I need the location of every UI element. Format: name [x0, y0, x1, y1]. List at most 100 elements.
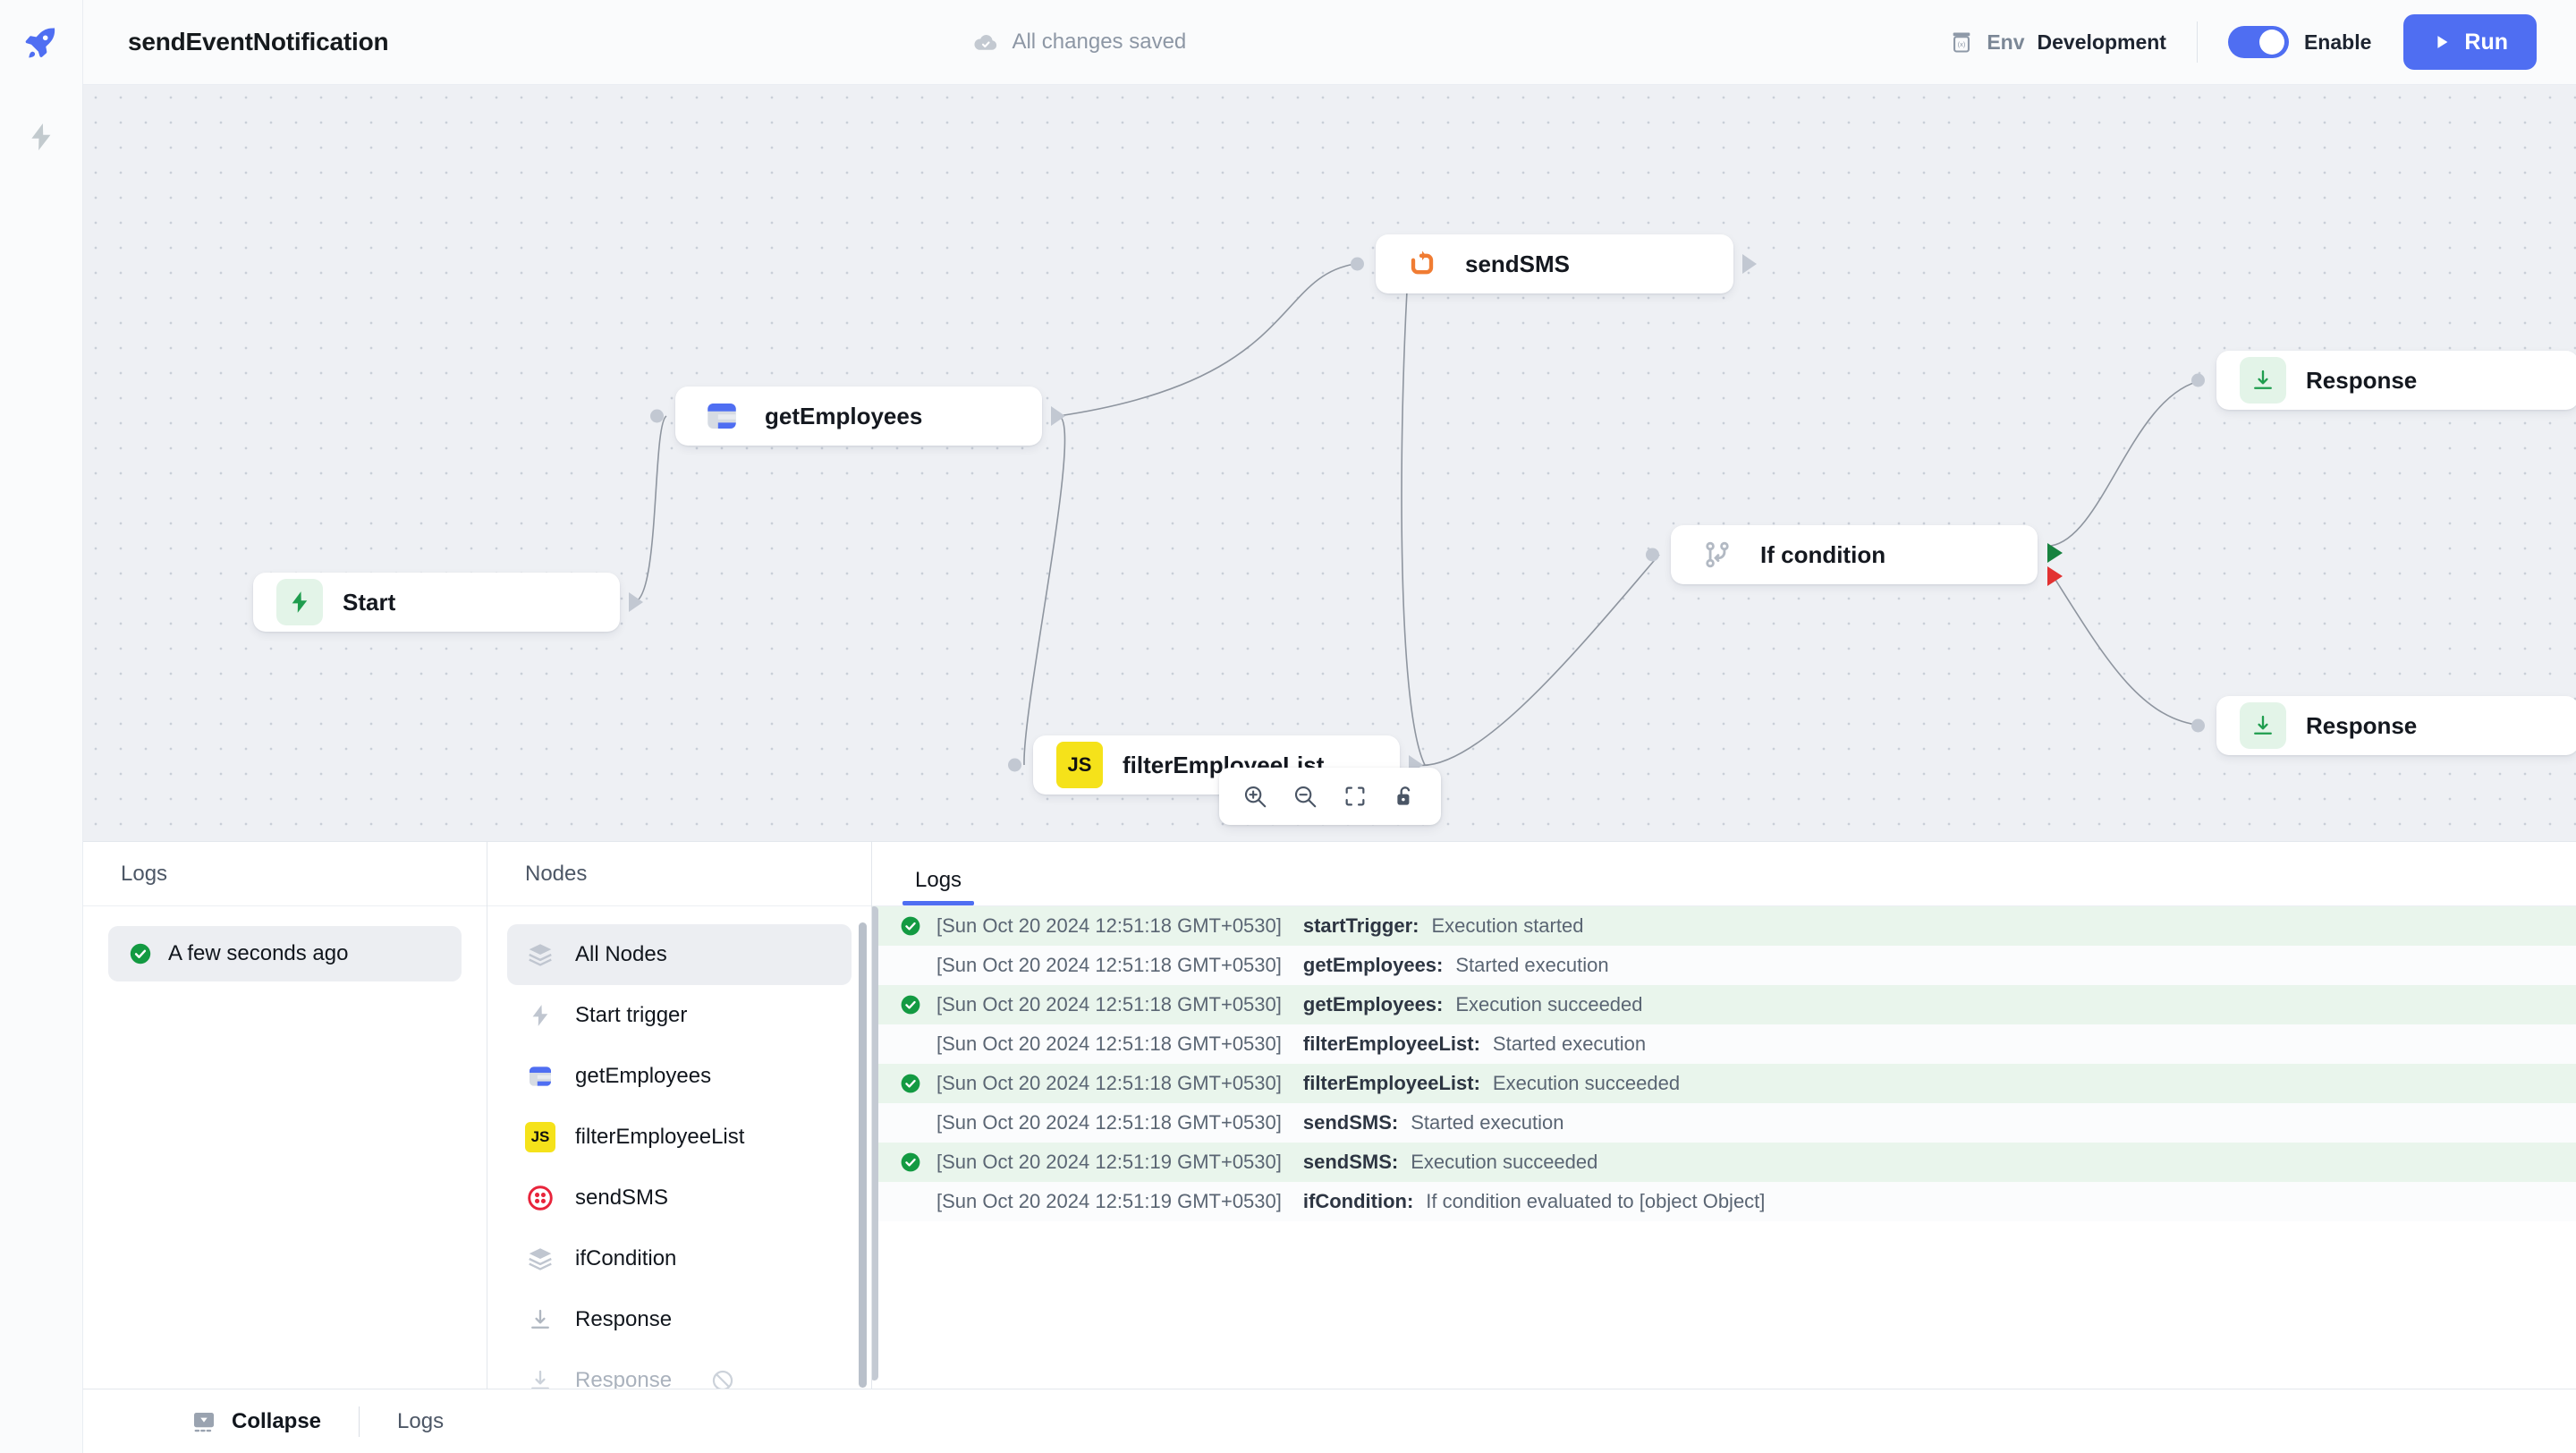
canvas-node-label: getEmployees [765, 402, 923, 429]
log-node-name: filterEmployeeList: [1302, 1032, 1480, 1055]
nodes-list-item-start-trigger[interactable]: Start trigger [507, 985, 852, 1046]
node-output-arrow-icon[interactable] [629, 592, 643, 612]
save-status: All changes saved [209, 29, 1949, 55]
log-row: [Sun Oct 20 2024 12:51:18 GMT+0530] filt… [872, 1064, 2576, 1103]
log-message: Started execution [1411, 1111, 1564, 1134]
success-check-icon [130, 943, 151, 964]
detail-tabbar: Logs [872, 842, 2576, 906]
log-timestamp: [Sun Oct 20 2024 12:51:18 GMT+0530] [936, 1072, 1282, 1094]
git-branch-icon [1694, 531, 1741, 578]
response-arrow-icon [523, 1364, 557, 1389]
canvas-node-response-false[interactable]: Response [2191, 696, 2576, 755]
rocket-icon [25, 27, 55, 58]
log-node-name: startTrigger: [1302, 914, 1419, 937]
enable-toggle-group[interactable]: Enable [2227, 26, 2372, 58]
save-status-text: All changes saved [1012, 30, 1187, 54]
js-icon: JS [1056, 742, 1103, 788]
js-icon: JS [523, 1120, 557, 1154]
node-input-port[interactable] [650, 409, 664, 423]
app-logo[interactable] [0, 0, 83, 85]
response-arrow-icon [2240, 702, 2286, 749]
canvas-node-start[interactable]: Start [253, 573, 643, 632]
lock-icon[interactable] [1385, 777, 1425, 816]
collapse-button-label: Collapse [232, 1408, 322, 1433]
workflow-canvas[interactable]: Start getEmployees [83, 85, 2576, 841]
log-message: Execution succeeded [1455, 993, 1643, 1015]
run-button-label: Run [2464, 29, 2508, 55]
nodes-list-item-all-nodes[interactable]: All Nodes [507, 924, 852, 985]
response-arrow-icon [523, 1303, 557, 1337]
success-check-icon [895, 1151, 926, 1174]
node-input-port[interactable] [2191, 718, 2205, 733]
left-rail [0, 85, 83, 1453]
canvas-node-label: sendSMS [1465, 250, 1571, 277]
enable-toggle[interactable] [2227, 26, 2289, 58]
node-input-port[interactable] [1351, 257, 1364, 271]
node-input-port[interactable] [2191, 373, 2205, 387]
nodes-list[interactable]: All Nodes Start trigger [487, 906, 871, 1389]
nodes-list-item-label: Response [575, 1368, 673, 1389]
nodes-list-item-sendsms[interactable]: sendSMS [507, 1168, 852, 1228]
log-row: [Sun Oct 20 2024 12:51:19 GMT+0530] ifCo… [872, 1182, 2576, 1221]
lightning-bolt-icon [31, 123, 51, 151]
log-node-name: sendSMS: [1302, 1151, 1399, 1173]
app-body: Start getEmployees [0, 85, 2576, 1453]
canvas-node-ifcondition[interactable]: If condition [1646, 525, 2063, 587]
canvas-node-response-true[interactable]: Response [2191, 351, 2576, 410]
run-button[interactable]: Run [2403, 14, 2537, 70]
log-timestamp: [Sun Oct 20 2024 12:51:19 GMT+0530] [936, 1151, 1282, 1173]
node-output-false-arrow-icon[interactable] [2047, 566, 2063, 587]
canvas-node-label: Response [2306, 711, 2418, 739]
run-list-item[interactable]: A few seconds ago [108, 926, 462, 981]
tab-logs[interactable]: Logs [902, 868, 975, 905]
status-bar-logs-button[interactable]: Logs [397, 1408, 445, 1433]
nodes-list-scrollbar[interactable] [859, 922, 867, 1388]
fit-view-icon[interactable] [1335, 777, 1375, 816]
nodes-list-item-ifcondition[interactable]: ifCondition [507, 1228, 852, 1289]
zoom-out-icon[interactable] [1285, 777, 1325, 816]
canvas-node-label: Response [2306, 366, 2418, 394]
database-icon [523, 1059, 557, 1093]
rail-item-workflows[interactable] [16, 112, 66, 162]
collapse-button[interactable]: Collapse [191, 1408, 321, 1435]
status-bar: Collapse Logs [83, 1389, 2576, 1453]
app-header: sendEventNotification All changes saved … [0, 0, 2576, 85]
tab-logs-label: Logs [915, 868, 962, 892]
node-output-true-arrow-icon[interactable] [2047, 542, 2063, 563]
log-row: [Sun Oct 20 2024 12:51:18 GMT+0530] star… [872, 906, 2576, 946]
log-message: If condition evaluated to [object Object… [1426, 1190, 1766, 1212]
runs-pane-header: Logs [83, 842, 487, 906]
play-icon [2437, 36, 2448, 48]
log-row: [Sun Oct 20 2024 12:51:18 GMT+0530] send… [872, 1103, 2576, 1143]
node-input-port[interactable] [1008, 758, 1021, 772]
canvas-node-sendsms[interactable]: sendSMS [1351, 234, 1757, 293]
layers-icon [523, 938, 557, 972]
nodes-list-item-response-1[interactable]: Response [507, 1289, 852, 1350]
log-rows[interactable]: [Sun Oct 20 2024 12:51:18 GMT+0530] star… [872, 906, 2576, 1389]
nodes-list-item-response-2[interactable]: Response [507, 1350, 852, 1389]
main-content: Start getEmployees [83, 85, 2576, 1453]
svg-text:(x): (x) [1958, 40, 1966, 48]
cloud-check-icon [974, 35, 997, 50]
env-selector[interactable]: (x) Env Development [1949, 30, 2197, 55]
log-timestamp: [Sun Oct 20 2024 12:51:19 GMT+0530] [936, 1190, 1282, 1212]
zoom-in-icon[interactable] [1235, 777, 1275, 816]
canvas-node-filteremployeelist[interactable]: JS filterEmployeeList [1008, 735, 1423, 794]
node-output-arrow-icon[interactable] [1051, 406, 1065, 426]
panel-collapse-icon [194, 1412, 214, 1432]
canvas-node-getemployees[interactable]: getEmployees [650, 387, 1065, 446]
log-node-name: getEmployees: [1302, 993, 1444, 1015]
nodes-list-item-label: sendSMS [575, 1185, 669, 1210]
node-output-arrow-icon[interactable] [1742, 254, 1757, 274]
log-timestamp: [Sun Oct 20 2024 12:51:18 GMT+0530] [936, 914, 1282, 937]
nodes-list-item-getemployees[interactable]: getEmployees [507, 1046, 852, 1107]
database-icon [699, 393, 745, 439]
nodes-list-item-label: All Nodes [575, 942, 667, 966]
nodes-list-item-label: getEmployees [575, 1064, 712, 1088]
node-input-port[interactable] [1646, 548, 1659, 562]
page-title: sendEventNotification [128, 28, 389, 55]
enable-toggle-label: Enable [2303, 30, 2372, 54]
nodes-list-item-filteremployeelist[interactable]: JS filterEmployeeList [507, 1107, 852, 1168]
log-rows-scrollbar[interactable] [872, 906, 878, 1381]
